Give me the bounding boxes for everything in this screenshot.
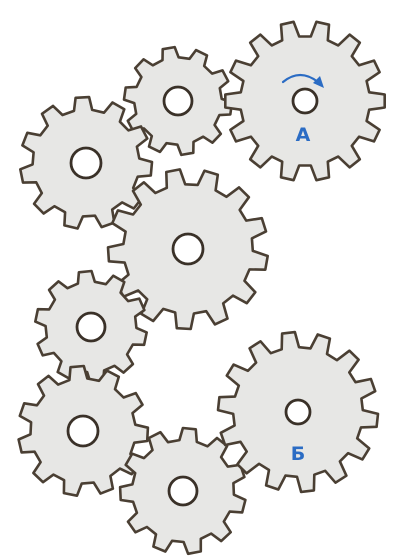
gear-b-axle-hole: [286, 400, 310, 424]
gears-layer: [19, 22, 385, 554]
gear-top-middle-axle-hole: [164, 87, 192, 115]
gear-a-axle-hole: [293, 89, 317, 113]
gear-bottom-left: [19, 366, 148, 496]
gear-b-label: Б: [291, 443, 305, 465]
gear-bottom-center: [120, 428, 245, 554]
gear-center-large-axle-hole: [173, 234, 203, 264]
gear-b: [218, 332, 378, 492]
gear-a-label: А: [296, 124, 311, 146]
gear-left-middle-axle-hole: [77, 313, 105, 341]
gear-bottom-left-axle-hole: [68, 416, 98, 446]
gear-left-upper-axle-hole: [71, 148, 101, 178]
gear-a: [225, 22, 384, 180]
gear-bottom-center-axle-hole: [169, 477, 197, 505]
